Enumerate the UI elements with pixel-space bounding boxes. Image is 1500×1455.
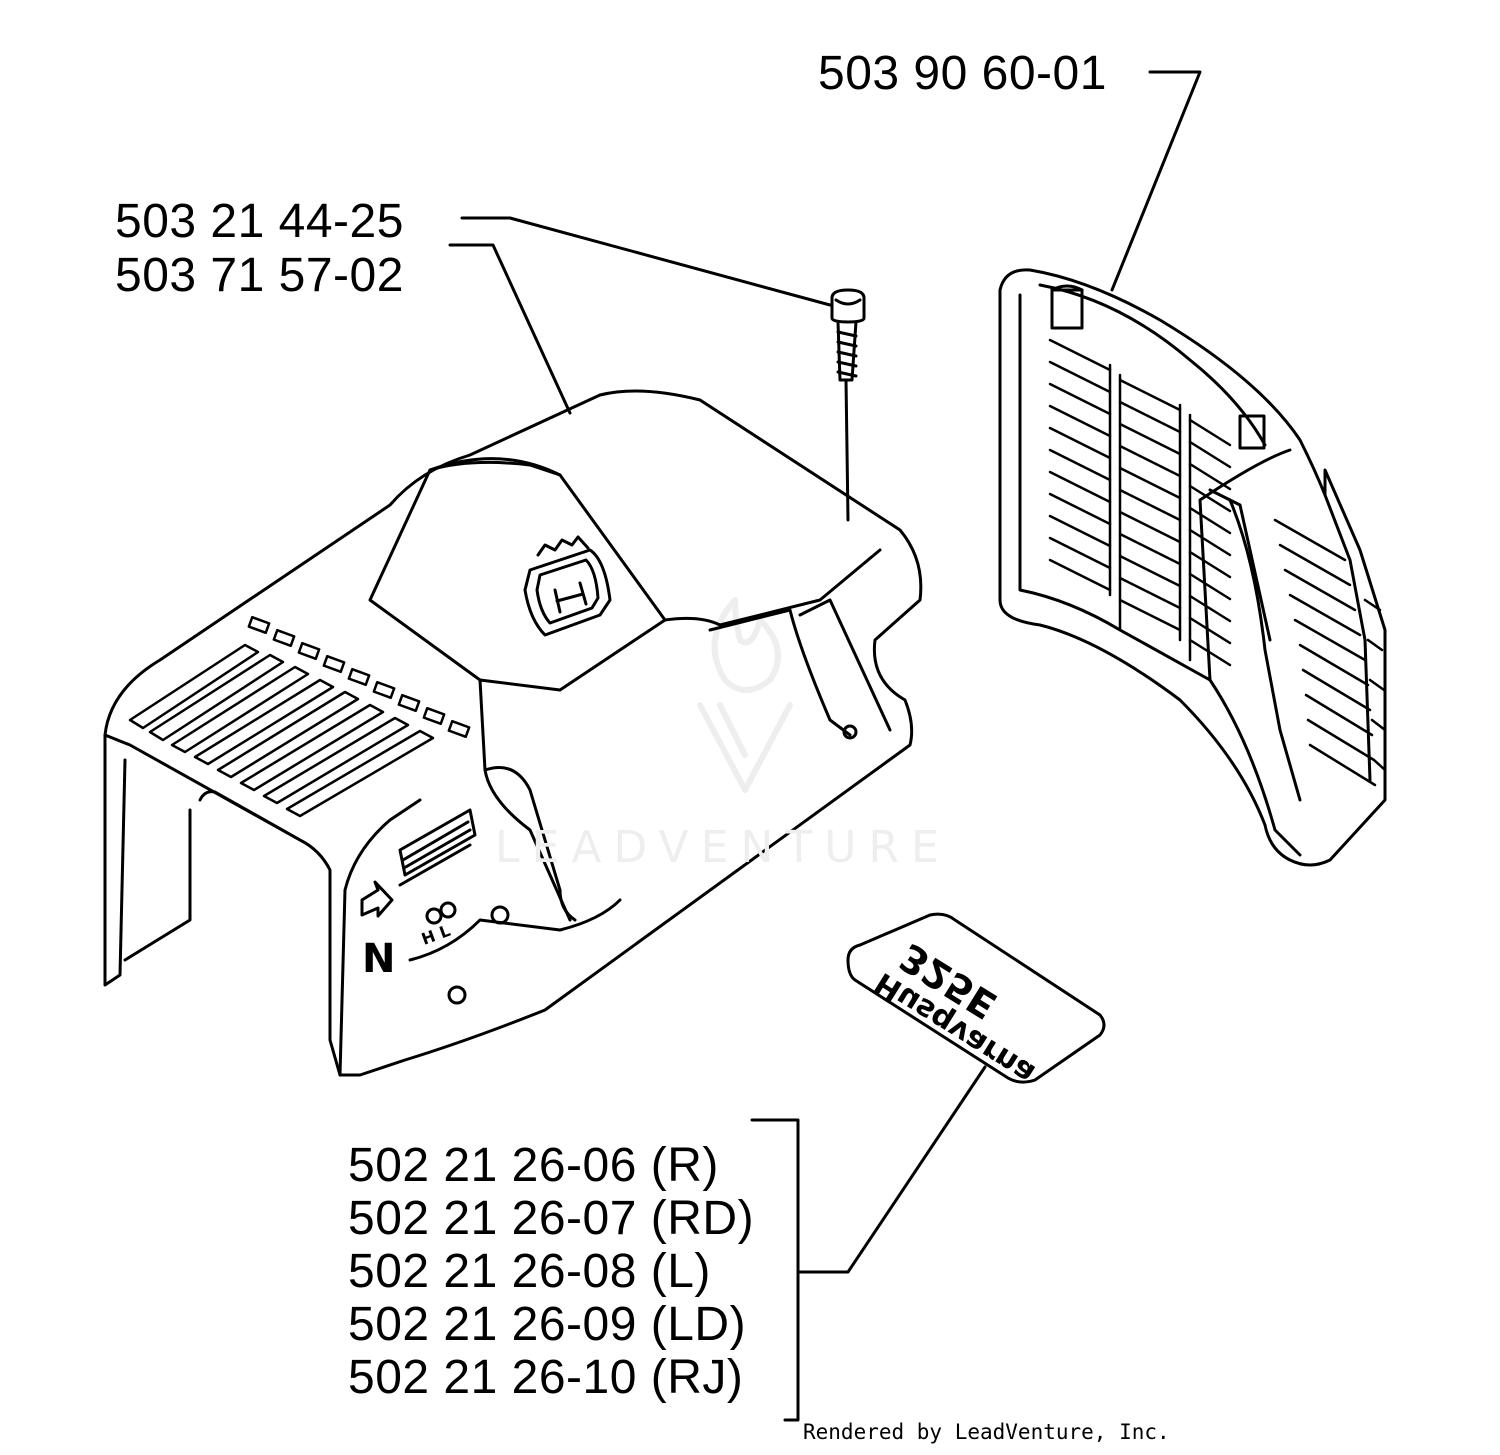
- choke-switch-icon: [360, 808, 477, 918]
- part-label-screw: 503 21 44-25: [115, 195, 404, 248]
- air-intake-grille: [998, 268, 1387, 867]
- part-label-grille: 503 90 60-01: [818, 47, 1107, 100]
- husqvarna-crown-logo-icon: [523, 535, 612, 637]
- screw: [830, 288, 866, 522]
- leader-line-screw: [460, 216, 832, 307]
- part-label-decal-rj: 502 21 26-10 (RJ): [348, 1351, 744, 1404]
- leader-line-cover: [448, 243, 572, 415]
- cover-vent-slots: [128, 615, 471, 818]
- cylinder-cover: [103, 389, 923, 1077]
- grille-slats: [1048, 338, 1387, 787]
- cover-symbol-text: N: [362, 936, 395, 982]
- leader-line-grille: [1110, 70, 1202, 292]
- part-label-decal-r: 502 21 26-06 (R): [348, 1139, 719, 1192]
- part-label-decal-l: 502 21 26-08 (L): [348, 1245, 711, 1298]
- render-credit: Rendered by LeadVenture, Inc.: [803, 1420, 1170, 1444]
- watermark-text: LEADVENTURE: [495, 822, 951, 873]
- part-label-cover: 503 71 57-02: [115, 249, 404, 302]
- part-label-decal-rd: 502 21 26-07 (RD): [348, 1192, 755, 1245]
- decal-bracket: [750, 1065, 987, 1422]
- part-label-decal-ld: 502 21 26-09 (LD): [348, 1298, 747, 1351]
- decal-label: [846, 912, 1106, 1084]
- watermark-logo-icon: [697, 597, 793, 793]
- choke-loop-icon: [425, 901, 457, 925]
